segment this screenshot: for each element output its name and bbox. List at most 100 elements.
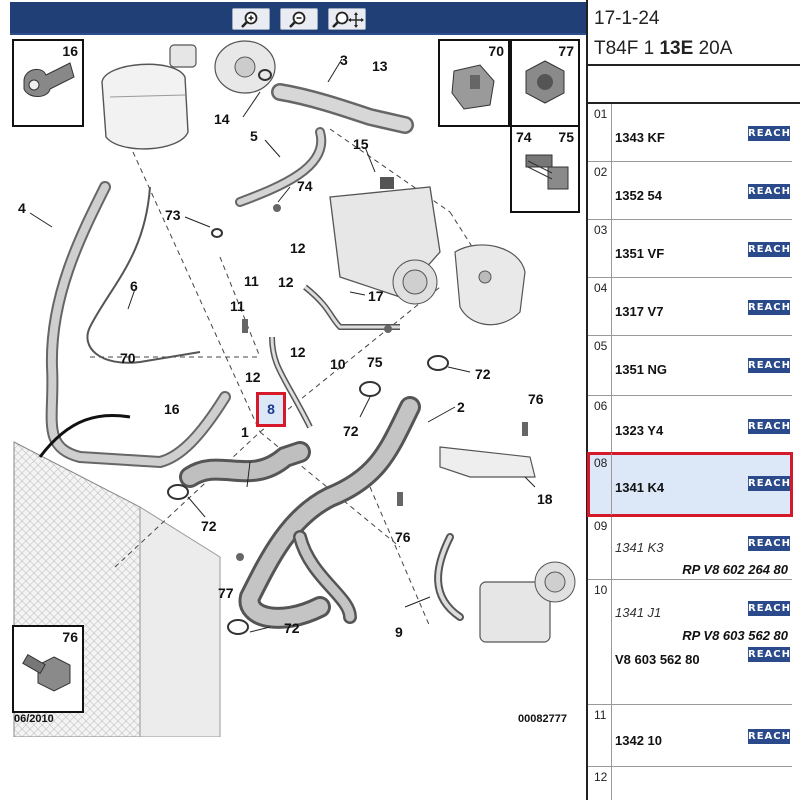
callout-1[interactable]: 1 — [241, 424, 249, 440]
turbocharger-drawing — [329, 177, 441, 305]
callout-72c[interactable]: 72 — [201, 518, 217, 534]
part-code: 1351 NG — [615, 362, 668, 377]
callout-76b[interactable]: 76 — [395, 529, 411, 545]
reach-badge[interactable]: REACH — [748, 419, 791, 434]
callout-8-selected[interactable]: 8 — [267, 401, 275, 417]
part-row-03[interactable]: 03 1351 VF REACH — [588, 220, 792, 278]
callout-12c[interactable]: 12 — [290, 344, 306, 360]
expansion-tank-drawing — [101, 44, 197, 150]
replacement-reference: RP V8 602 264 80 — [682, 562, 788, 577]
callout-12d[interactable]: 12 — [245, 369, 261, 385]
callout-12b[interactable]: 12 — [278, 274, 294, 290]
part-code: 1341 K4 — [615, 480, 665, 495]
part-row-08-selected[interactable]: 08 1341 K4 REACH — [587, 452, 793, 517]
callout-13[interactable]: 13 — [372, 58, 388, 74]
inset-16-label: 16 — [62, 43, 78, 59]
callout-73[interactable]: 73 — [165, 207, 181, 223]
row-number: 04 — [588, 278, 612, 335]
callout-72d[interactable]: 72 — [284, 620, 300, 636]
callout-11b[interactable]: 11 — [230, 298, 245, 314]
callout-72b[interactable]: 72 — [343, 423, 359, 439]
bolt-icon — [22, 653, 71, 692]
hose-16-drawing — [38, 413, 131, 458]
zoom-pan-button[interactable] — [328, 8, 366, 30]
vehicle-code-engine: 13E — [659, 38, 694, 59]
reach-badge[interactable]: REACH — [748, 536, 791, 551]
part-row-10[interactable]: 10 1341 J1 REACH RP V8 603 562 80 REACH … — [588, 580, 792, 705]
inset-76-label: 76 — [62, 629, 78, 645]
callout-70a[interactable]: 70 — [120, 350, 136, 366]
reach-badge[interactable]: REACH — [748, 476, 791, 491]
pipe-6-drawing — [86, 186, 201, 364]
zoom-in-button[interactable] — [232, 8, 270, 30]
hose-clip-icon — [451, 64, 495, 110]
header-divider-2 — [588, 102, 800, 104]
parts-list-panel: 17-1-24 T84F 1 13E 20A 01 1343 KF REACH … — [586, 0, 800, 800]
bolts-drawing — [236, 204, 528, 561]
row-number: 12 — [588, 767, 612, 800]
reach-badge[interactable]: REACH — [748, 126, 791, 141]
inset-75-label: 75 — [558, 129, 574, 145]
row-number: 11 — [588, 705, 612, 766]
part-row-05[interactable]: 05 1351 NG REACH — [588, 336, 792, 396]
callout-3[interactable]: 3 — [340, 52, 348, 68]
exploded-parts-diagram[interactable]: 3 13 14 5 15 4 74 73 12 11 12 6 17 11 12… — [10, 37, 585, 737]
reach-badge[interactable]: REACH — [748, 184, 791, 199]
row-number: 02 — [588, 162, 612, 219]
callout-15[interactable]: 15 — [353, 136, 369, 152]
vehicle-code-prefix: T84F 1 — [594, 38, 660, 59]
callout-9[interactable]: 9 — [395, 624, 403, 640]
part-row-11[interactable]: 11 1342 10 REACH — [588, 705, 792, 767]
callout-4[interactable]: 4 — [18, 200, 26, 216]
reach-badge[interactable]: REACH — [748, 647, 791, 662]
row-number: 10 — [588, 580, 612, 704]
callout-12a[interactable]: 12 — [290, 240, 306, 256]
callout-76a[interactable]: 76 — [528, 391, 544, 407]
callout-10[interactable]: 10 — [330, 356, 346, 372]
selected-callout-highlight — [256, 392, 286, 427]
row-number: 06 — [588, 396, 612, 452]
callout-14[interactable]: 14 — [214, 111, 230, 127]
reach-badge[interactable]: REACH — [748, 729, 791, 744]
reach-badge[interactable]: REACH — [748, 242, 791, 257]
part-row-09[interactable]: 09 1341 K3 REACH RP V8 602 264 80 — [588, 516, 792, 580]
inset-70[interactable]: 70 — [438, 39, 510, 127]
callout-74a[interactable]: 74 — [297, 178, 313, 194]
part-row-01[interactable]: 01 1343 KF REACH — [588, 104, 792, 162]
vehicle-code: T84F 1 13E 20A — [594, 38, 732, 60]
callout-16a[interactable]: 16 — [164, 401, 180, 417]
reach-badge[interactable]: REACH — [748, 601, 791, 616]
callout-17[interactable]: 17 — [368, 288, 384, 304]
label-leaders — [29, 58, 536, 633]
part-row-06[interactable]: 06 1323 Y4 REACH — [588, 396, 792, 453]
part-row-12[interactable]: 12 — [588, 767, 792, 800]
header-divider — [588, 64, 800, 66]
part-row-02[interactable]: 02 1352 54 REACH — [588, 162, 792, 220]
callout-75a[interactable]: 75 — [367, 354, 383, 370]
callout-11a[interactable]: 11 — [244, 273, 259, 289]
callout-72a[interactable]: 72 — [475, 366, 491, 382]
reach-badge[interactable]: REACH — [748, 300, 791, 315]
part-code-superseded: 1341 J1 — [615, 605, 662, 620]
zoom-out-button[interactable] — [280, 8, 318, 30]
reach-badge[interactable]: REACH — [748, 358, 791, 373]
inset-74-75[interactable]: 74 75 — [510, 125, 580, 213]
row-number: 01 — [588, 104, 612, 161]
inset-16[interactable]: 16 — [12, 39, 84, 127]
clamps-drawing — [167, 69, 449, 635]
inset-77[interactable]: 77 — [510, 39, 580, 127]
screw-icon — [525, 154, 569, 190]
callout-2[interactable]: 2 — [457, 399, 465, 415]
callout-18[interactable]: 18 — [537, 491, 553, 507]
part-row-04[interactable]: 04 1317 V7 REACH — [588, 278, 792, 336]
callout-77a[interactable]: 77 — [218, 585, 234, 601]
part-code: 1351 VF — [615, 246, 665, 261]
vehicle-code-suffix: 20A — [693, 38, 733, 59]
inset-77-label: 77 — [558, 43, 574, 59]
callout-6[interactable]: 6 — [130, 278, 138, 294]
catalog-date: 17-1-24 — [594, 8, 660, 29]
callout-5[interactable]: 5 — [250, 128, 258, 144]
inset-76[interactable]: 76 — [12, 625, 84, 713]
water-pump-drawing — [214, 40, 276, 94]
